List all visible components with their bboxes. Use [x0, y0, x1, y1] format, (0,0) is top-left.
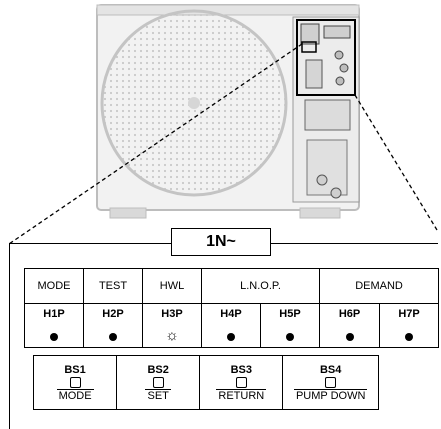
bs2-code: BS2	[147, 363, 169, 376]
led-code-row: H1P H2P H3P H4P H5P H6P H7P	[24, 303, 440, 325]
bs3-label: RETURN	[216, 388, 267, 402]
led-code-h3p: H3P	[142, 303, 202, 325]
led-blinking-icon: ☼	[165, 327, 179, 345]
header-lnop: L.N.O.P.	[200, 267, 321, 305]
led-table: MODE TEST HWL L.N.O.P. DEMAND H1P H2P H3…	[24, 267, 440, 349]
led-header-row: MODE TEST HWL L.N.O.P. DEMAND	[24, 267, 440, 305]
unit-top	[96, 4, 360, 16]
pcb-capacitor	[334, 50, 344, 60]
push-button-icon	[69, 376, 81, 388]
led-code-h5p: H5P	[259, 303, 321, 325]
unit-foot-right	[299, 207, 341, 219]
pcb-capacitor	[335, 76, 345, 86]
led-indicator-row: ☼	[24, 324, 440, 349]
service-valve	[330, 187, 342, 199]
button-bs4[interactable]: BS4 PUMP DOWN	[282, 355, 379, 410]
led-code-h2p: H2P	[83, 303, 143, 325]
led-code-h6p: H6P	[319, 303, 381, 325]
led-on-icon	[109, 332, 117, 341]
header-test: TEST	[83, 267, 143, 305]
pushbutton-table: BS1 MODE BS2 SET BS3 RETURN BS4 PUMP	[32, 355, 379, 410]
bs4-label: PUMP DOWN	[293, 388, 368, 402]
pcb-frame	[296, 19, 356, 96]
header-hwl: HWL	[142, 267, 202, 305]
pcb-highlight	[301, 41, 317, 53]
led-code-h1p: H1P	[24, 303, 84, 325]
bs4-code: BS4	[319, 363, 342, 376]
fan-hub	[188, 97, 200, 109]
service-valve	[316, 174, 328, 186]
bs3-code: BS3	[230, 363, 253, 376]
push-button-icon	[325, 376, 337, 388]
push-button-icon	[152, 376, 164, 388]
panel-title: 1N~	[171, 228, 271, 256]
button-bs2[interactable]: BS2 SET	[116, 355, 201, 410]
callout-line	[354, 94, 438, 231]
pcb-capacitor	[339, 63, 349, 73]
callout-line	[8, 43, 303, 245]
pcb-component	[300, 23, 320, 45]
led-code-h4p: H4P	[201, 303, 261, 325]
pcb-component	[305, 59, 323, 89]
led-on-icon	[50, 332, 58, 341]
led-on-icon	[345, 332, 354, 341]
led-on-icon	[227, 332, 235, 341]
button-bs3[interactable]: BS3 RETURN	[199, 355, 284, 410]
header-mode: MODE	[24, 267, 84, 305]
pcb-component	[323, 25, 351, 39]
bs2-label: SET	[145, 388, 171, 402]
button-bs1[interactable]: BS1 MODE	[32, 355, 118, 410]
unit-foot-left	[109, 207, 147, 219]
header-demand: DEMAND	[319, 267, 440, 305]
bs1-code: BS1	[64, 363, 86, 376]
push-button-icon	[235, 376, 247, 388]
led-on-icon	[286, 332, 294, 341]
valve-assembly	[306, 139, 348, 196]
bs1-label: MODE	[56, 388, 94, 402]
led-on-icon	[405, 332, 414, 341]
terminal-block	[304, 99, 351, 131]
led-code-h7p: H7P	[379, 303, 440, 325]
